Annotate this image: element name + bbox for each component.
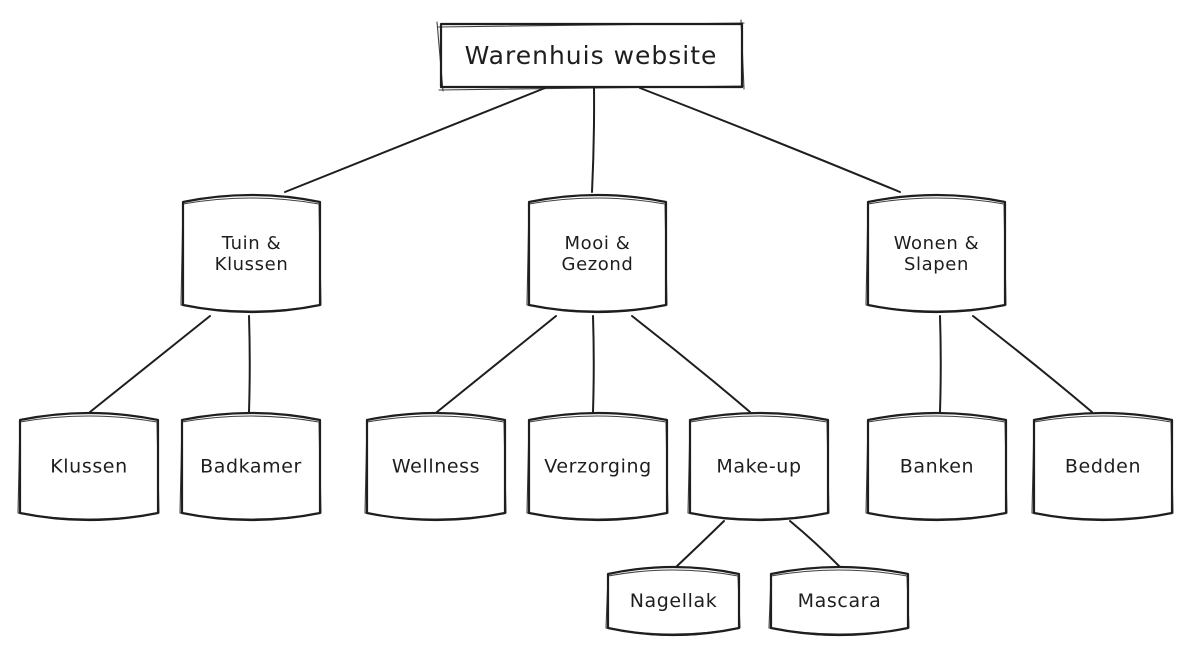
node-banken-label: Banken xyxy=(900,456,974,478)
edge-mooi-to-wellness xyxy=(436,315,557,413)
node-bedden: Bedden xyxy=(1031,411,1174,522)
node-tuin: Tuin &Klussen xyxy=(180,193,322,314)
edge-wonen-to-banken xyxy=(939,315,942,413)
root-node-sketch-line xyxy=(436,19,745,92)
node-wonen-label-line-2: Slapen xyxy=(904,254,969,275)
node-tuin-sketch-line xyxy=(180,197,322,312)
node-nagellak-label: Nagellak xyxy=(630,590,718,612)
edge-root-to-wonen xyxy=(639,87,901,193)
node-tuin-label-line-2: Klussen xyxy=(215,254,289,275)
node-verzorging-label: Verzorging xyxy=(544,456,652,478)
node-badkamer: Badkamer xyxy=(179,411,322,522)
node-wonen-label-line-1: Wonen & xyxy=(894,233,980,254)
node-makeup-label: Make-up xyxy=(716,456,801,478)
node-mooi-label-line-1: Mooi & xyxy=(565,233,631,254)
node-klussen: Klussen xyxy=(17,411,160,522)
edge-mooi-to-makeup xyxy=(631,315,751,413)
node-mascara-sketch-line xyxy=(768,569,910,635)
node-nagellak-sketch-line xyxy=(605,569,741,635)
node-wellness: Wellness xyxy=(364,411,507,522)
edge-mooi-to-verzorging xyxy=(592,315,595,413)
node-nagellak: Nagellak xyxy=(605,565,741,637)
node-bedden-label: Bedden xyxy=(1065,456,1141,478)
node-banken-sketch-line xyxy=(865,415,1008,520)
node-mooi-sketch-line xyxy=(526,197,668,312)
root-node-box xyxy=(439,22,744,89)
node-tuin-label-line-1: Tuin & xyxy=(221,233,281,254)
node-verzorging-sketch-line xyxy=(526,415,669,520)
node-bedden-sketch-line xyxy=(1031,415,1174,520)
node-mooi-label-line-2: Gezond xyxy=(562,254,634,275)
edge-wonen-to-bedden xyxy=(972,315,1093,413)
node-klussen-sketch-line xyxy=(17,415,160,520)
node-banken: Banken xyxy=(865,411,1008,522)
edge-root-to-mooi xyxy=(591,87,596,193)
edge-root-to-tuin xyxy=(284,87,546,193)
connector-lines xyxy=(89,87,1093,568)
edge-makeup-to-mascara xyxy=(789,520,841,568)
node-wonen-sketch-line xyxy=(865,197,1007,312)
root-node: Warenhuis website xyxy=(436,19,745,92)
node-makeup: Make-up xyxy=(687,411,830,522)
node-mascara: Mascara xyxy=(768,565,910,637)
node-wellness-sketch-line xyxy=(364,415,507,520)
node-badkamer-label: Badkamer xyxy=(200,456,302,478)
node-makeup-sketch-line xyxy=(687,415,830,520)
node-mooi: Mooi &Gezond xyxy=(526,193,668,314)
node-wellness-label: Wellness xyxy=(392,456,480,478)
node-mascara-label: Mascara xyxy=(798,590,882,612)
root-node-label: Warenhuis website xyxy=(465,41,718,70)
edge-tuin-to-badkamer xyxy=(248,315,251,413)
edge-tuin-to-klussen xyxy=(89,315,211,413)
edge-makeup-to-nagellak xyxy=(675,520,725,568)
node-verzorging: Verzorging xyxy=(526,411,669,522)
node-badkamer-sketch-line xyxy=(179,415,322,520)
node-klussen-label: Klussen xyxy=(50,456,128,478)
node-wonen: Wonen &Slapen xyxy=(865,193,1007,314)
